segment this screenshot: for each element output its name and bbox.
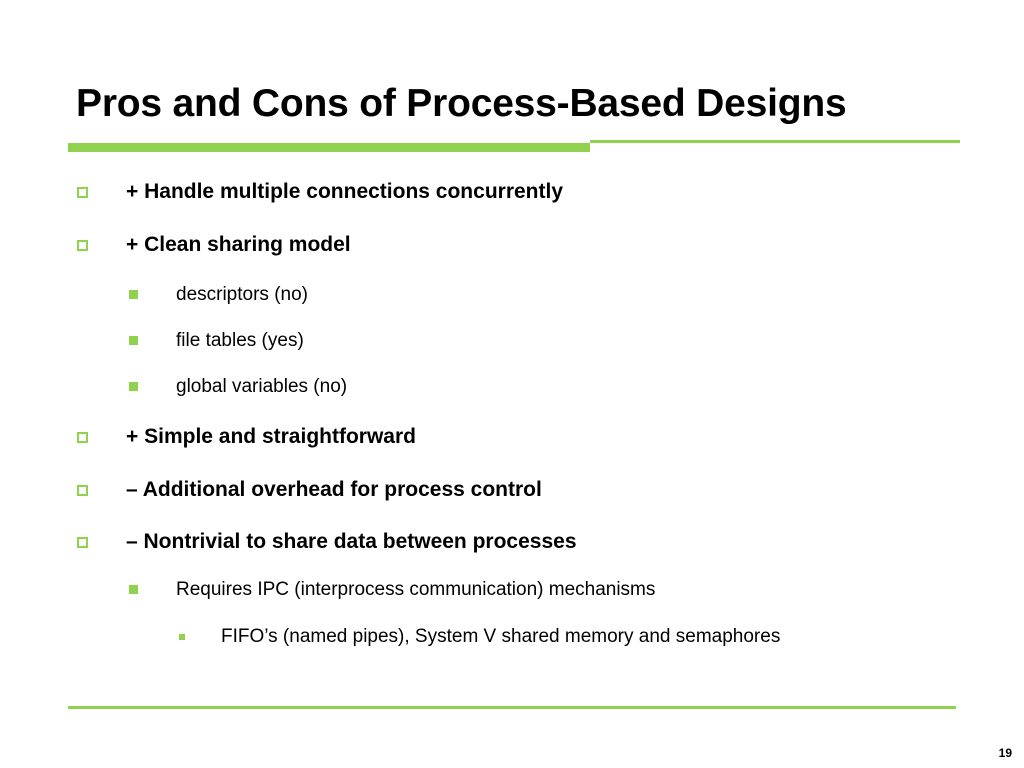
title-underline-thin bbox=[590, 140, 960, 143]
bullet-text: + Clean sharing model bbox=[126, 233, 351, 256]
page-number: 19 bbox=[998, 746, 1012, 760]
solid-square-bullet-icon bbox=[129, 336, 138, 345]
solid-square-bullet-icon bbox=[129, 585, 138, 594]
bullet-text: descriptors (no) bbox=[176, 284, 308, 305]
hollow-square-bullet-icon bbox=[77, 187, 88, 198]
bullet-text: FIFO’s (named pipes), System V shared me… bbox=[221, 626, 781, 647]
bullet-text: + Simple and straightforward bbox=[126, 425, 416, 448]
hollow-square-bullet-icon bbox=[77, 432, 88, 443]
small-square-bullet-icon bbox=[179, 634, 185, 640]
bullet-text: Requires IPC (interprocess communication… bbox=[176, 579, 656, 600]
bullet-text: file tables (yes) bbox=[176, 330, 304, 351]
solid-square-bullet-icon bbox=[129, 382, 138, 391]
slide-title: Pros and Cons of Process-Based Designs bbox=[76, 82, 847, 125]
bullet-text: global variables (no) bbox=[176, 376, 348, 397]
hollow-square-bullet-icon bbox=[77, 537, 88, 548]
bullet-text: – Additional overhead for process contro… bbox=[126, 478, 542, 501]
hollow-square-bullet-icon bbox=[77, 485, 88, 496]
bullet-text: + Handle multiple connections concurrent… bbox=[126, 180, 564, 203]
hollow-square-bullet-icon bbox=[77, 240, 88, 251]
title-underline-thick bbox=[68, 143, 590, 152]
footer-divider bbox=[68, 706, 956, 709]
bullet-text: – Nontrivial to share data between proce… bbox=[126, 530, 577, 553]
solid-square-bullet-icon bbox=[129, 290, 138, 299]
